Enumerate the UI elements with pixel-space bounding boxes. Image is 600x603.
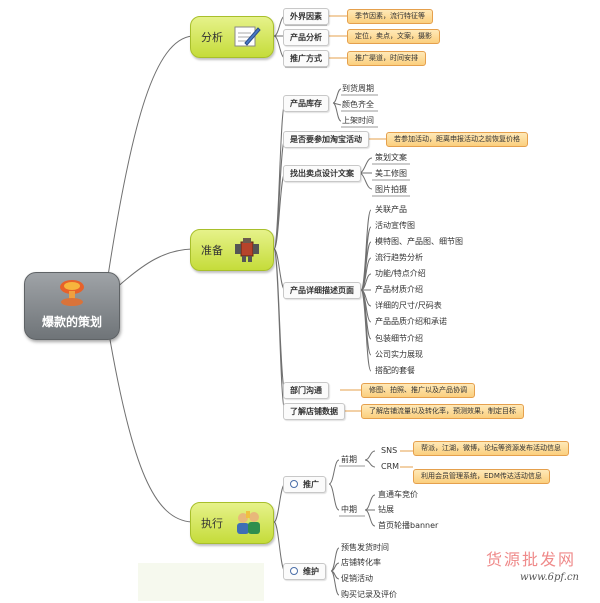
- detail-leaf: 功能/特点介绍: [375, 269, 426, 278]
- stock-leaf: 颜色齐全: [342, 100, 374, 109]
- maintain-leaf: 预售发货时间: [341, 543, 389, 552]
- analysis-item-external[interactable]: 外界因素: [283, 8, 329, 25]
- branch-prepare-label: 准备: [201, 244, 223, 257]
- taobao-note: 若参加活动，距离申报活动之前恢复价格: [386, 132, 528, 147]
- selling-leaf: 美工修图: [375, 169, 407, 178]
- circle-bullet-icon: [290, 480, 298, 488]
- detail-leaf: 活动宣传图: [375, 221, 415, 230]
- promote-mid-label[interactable]: 中期: [341, 505, 357, 514]
- analysis-item-product[interactable]: 产品分析: [283, 29, 329, 46]
- branch-analysis[interactable]: 分析: [190, 16, 274, 58]
- detail-leaf: 产品材质介绍: [375, 285, 423, 294]
- prepare-item-selling[interactable]: 找出卖点设计文案: [283, 165, 361, 182]
- mid-leaf: 钻展: [378, 505, 394, 514]
- watermark-url: www.6pf.cn: [520, 572, 579, 583]
- circle-bullet-icon: [290, 567, 298, 575]
- root-node[interactable]: 爆款的策划: [24, 272, 120, 340]
- sns-note: 帮派，江湖，微博，论坛等资源发布活动信息: [413, 441, 569, 456]
- notepad-pen-icon: [233, 23, 261, 53]
- store-note: 了解店铺流量以及转化率，预测效果，制定目标: [361, 404, 524, 419]
- detail-leaf: 模特图、产品图、细节图: [375, 237, 463, 246]
- watermark-background: [138, 563, 264, 601]
- detail-leaf: 关联产品: [375, 205, 407, 214]
- detail-leaf: 公司实力展现: [375, 350, 423, 359]
- crm-note: 利用会员管理系统，EDM传达活动信息: [413, 469, 550, 484]
- detail-leaf: 搭配的套餐: [375, 366, 415, 375]
- analysis-item-promotion[interactable]: 推广方式: [283, 50, 329, 67]
- maintain-leaf: 店铺转化率: [341, 558, 381, 567]
- execute-item-promote[interactable]: 推广: [283, 476, 326, 493]
- maintain-label: 维护: [303, 567, 319, 576]
- analysis-note-product: 定位，卖点，文案，摄影: [347, 29, 440, 44]
- promote-early-label[interactable]: 前期: [341, 455, 357, 464]
- maintain-leaf: 促销活动: [341, 574, 373, 583]
- maintain-leaf: 购买记录及评价: [341, 590, 397, 599]
- explosion-icon: [57, 279, 87, 311]
- detail-leaf: 产品品质介绍和承诺: [375, 317, 447, 326]
- stock-leaf: 到货周期: [342, 84, 374, 93]
- branch-analysis-label: 分析: [201, 31, 223, 44]
- detail-leaf: 详细的尺寸/尺码表: [375, 301, 442, 310]
- analysis-note-external: 季节因素，流行特征等: [347, 9, 433, 24]
- prepare-item-stock[interactable]: 产品库存: [283, 95, 329, 112]
- robot-icon: [233, 236, 261, 268]
- analysis-note-promotion: 推广渠道，时间安排: [347, 51, 426, 66]
- people-icon: [233, 509, 263, 541]
- branch-execute-label: 执行: [201, 517, 223, 530]
- stock-leaf: 上架时间: [342, 116, 374, 125]
- root-label: 爆款的策划: [41, 315, 102, 329]
- early-crm-label: CRM: [381, 462, 400, 471]
- prepare-item-detail[interactable]: 产品详细描述页面: [283, 282, 361, 299]
- watermark-site-name: 货源批发网: [486, 550, 577, 569]
- detail-leaf: 包装细节介绍: [375, 334, 423, 343]
- branch-prepare[interactable]: 准备: [190, 229, 274, 271]
- prepare-item-dept[interactable]: 部门沟通: [283, 382, 329, 399]
- dept-note: 修图、拍照、推广以及产品协调: [361, 383, 475, 398]
- prepare-item-taobao[interactable]: 是否要参加淘宝活动: [283, 131, 369, 148]
- early-sns-label: SNS: [381, 446, 398, 455]
- mid-leaf: 首页轮播banner: [378, 521, 439, 530]
- mid-leaf: 直通车竞价: [378, 490, 418, 499]
- execute-item-maintain[interactable]: 维护: [283, 563, 326, 580]
- branch-execute[interactable]: 执行: [190, 502, 274, 544]
- prepare-item-store[interactable]: 了解店铺数据: [283, 403, 345, 420]
- detail-leaf: 流行趋势分析: [375, 253, 423, 262]
- selling-leaf: 图片拍摄: [375, 185, 407, 194]
- selling-leaf: 策划文案: [375, 153, 407, 162]
- promote-label: 推广: [303, 480, 319, 489]
